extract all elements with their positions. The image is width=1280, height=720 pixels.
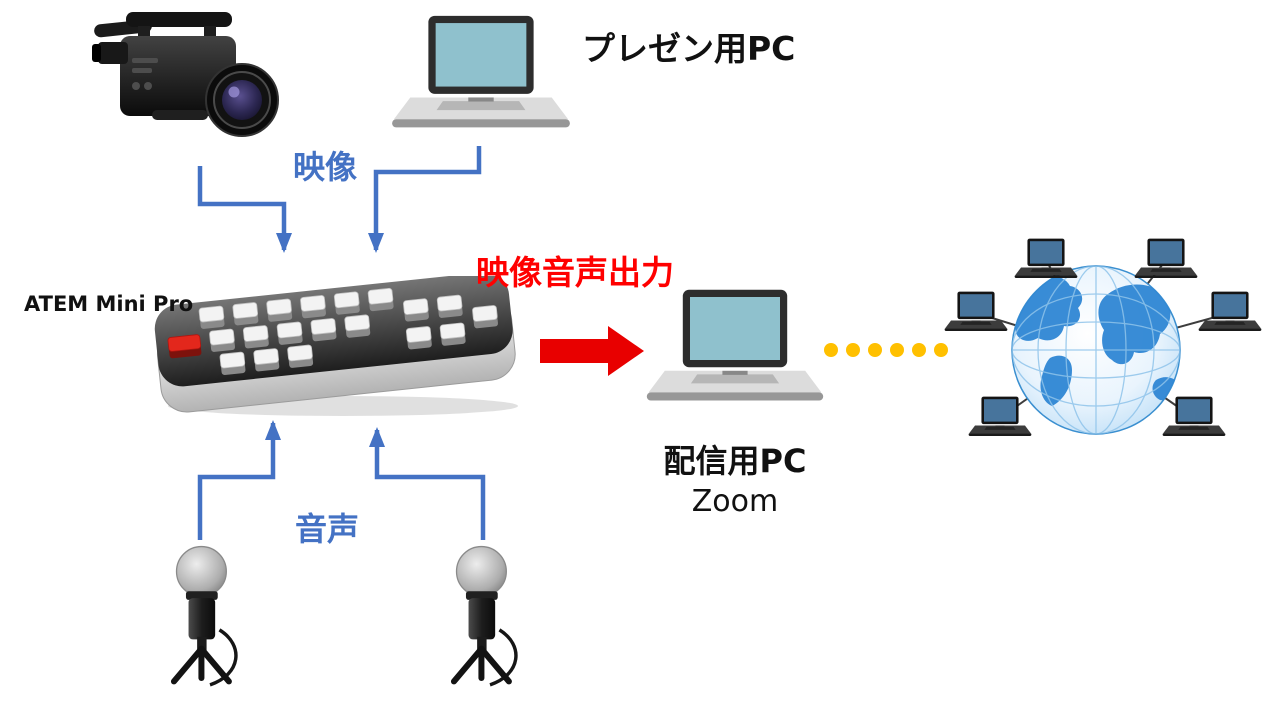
remote-laptop-icon (1198, 291, 1262, 331)
globe-icon (1011, 265, 1181, 435)
av-output-label: 映像音声出力 (476, 253, 674, 292)
presentation-pc-label: プレゼン用PC (582, 29, 796, 68)
laptop-icon (390, 14, 572, 141)
streaming-pc-label: 配信用PC (663, 442, 807, 480)
network-icon (944, 238, 1262, 436)
internet-network-cluster (912, 230, 1278, 488)
audio-input-label: 音声 (295, 510, 360, 548)
streaming-laptop (645, 288, 825, 414)
atem-switcher (148, 276, 526, 418)
video-camera (92, 6, 282, 158)
microphone-icon (428, 544, 540, 690)
microphone-left (148, 544, 260, 690)
mic-right-to-atem-arrow (369, 427, 486, 540)
presentation-to-atem-arrow (368, 146, 482, 253)
laptop-icon (645, 288, 825, 414)
video-camera-icon (92, 12, 279, 137)
microphone-right (428, 544, 540, 690)
camera-to-atem-arrow (197, 166, 292, 253)
atem-switcher-icon (154, 276, 518, 416)
presentation-laptop (390, 14, 572, 141)
atem-to-streaming-arrow (540, 326, 644, 376)
atem-device-label: ATEM Mini Pro (24, 292, 194, 316)
atem-buttons (167, 287, 498, 375)
zoom-label: Zoom (691, 484, 779, 519)
atem-red-button (167, 334, 202, 359)
video-input-label: 映像 (293, 148, 358, 186)
remote-laptop-icon (1014, 238, 1078, 278)
remote-laptop-icon (1134, 238, 1198, 278)
microphone-icon (148, 544, 260, 690)
mic-left-to-atem-arrow (197, 420, 281, 540)
remote-laptop-icon (944, 291, 1008, 331)
